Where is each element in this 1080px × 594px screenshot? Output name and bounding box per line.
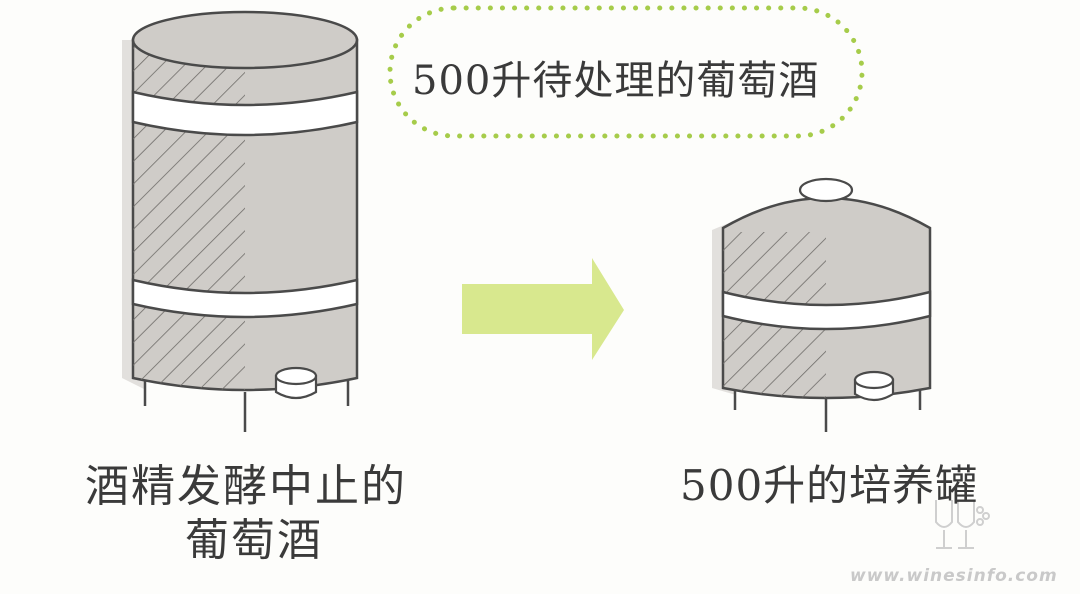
tank-top [131,10,359,70]
source-tank-caption-line1: 酒精发酵中止的 [85,461,407,512]
tank-top-cap [798,177,854,203]
callout-text: 500升待处理的葡萄酒 [412,58,820,104]
watermark-url: www.winesinfo.com [850,566,1058,586]
target-tank-caption: 500升的培养罐 [680,461,979,510]
tank-valve-top [274,366,318,386]
tank-band [721,290,932,331]
tank-valve-top [853,370,895,390]
tank-band [131,90,359,137]
callout-bubble [387,5,865,139]
aging-tank [712,177,932,432]
watermark-logo [935,500,990,549]
source-tank-caption-line2: 葡萄酒 [185,515,323,566]
tank-band [131,278,359,319]
fermentation-tank [122,10,359,432]
transfer-arrow [462,258,624,360]
